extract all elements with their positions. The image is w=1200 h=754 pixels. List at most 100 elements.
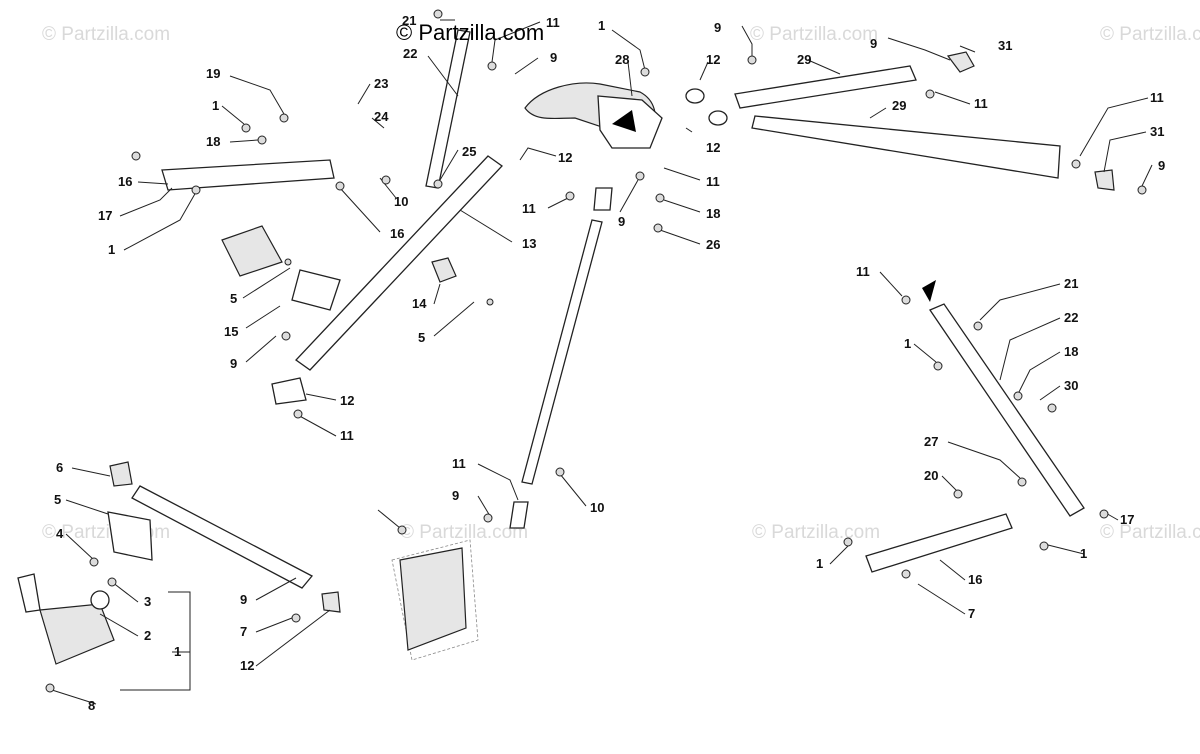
callout-label: 9 <box>618 214 625 229</box>
callout-label: 12 <box>340 393 354 408</box>
rivet-icon <box>284 258 292 266</box>
callout-label: 11 <box>340 428 354 443</box>
callout-label: 11 <box>452 456 466 471</box>
callout-label: 1 <box>816 556 823 571</box>
washer-icon <box>107 577 117 587</box>
parts <box>17 29 1115 665</box>
nut-icon <box>45 683 55 693</box>
watermark-repeat: © Partzilla.com <box>750 24 878 45</box>
callout-label: 9 <box>550 50 557 65</box>
callout-label: 11 <box>522 201 536 216</box>
end-clip-right <box>1094 169 1115 191</box>
watermark-repeat: © Partzilla.com <box>42 24 170 45</box>
callout-label: 12 <box>240 658 254 673</box>
callout-label: 9 <box>452 488 459 503</box>
callout-label: 26 <box>706 237 720 252</box>
right-diagonal-bracket <box>929 303 1085 517</box>
watermark-repeat: © Partzilla.com <box>1100 522 1200 543</box>
watermark-repeat: © Partzilla.com <box>400 522 528 543</box>
motor-bushing <box>90 590 110 610</box>
rivet-icon <box>486 298 494 306</box>
callout-label: 6 <box>56 460 63 475</box>
fuse-bracket <box>291 269 341 311</box>
mount-block <box>431 257 457 283</box>
nut-icon <box>487 61 497 71</box>
nut-icon <box>1071 159 1081 169</box>
right-lower-arm <box>865 513 1013 573</box>
callout-label: 14 <box>412 296 427 311</box>
nut-icon <box>483 513 493 523</box>
callout-label: 5 <box>54 492 61 507</box>
callout-label: 19 <box>206 66 220 81</box>
callout-label: 3 <box>144 594 151 609</box>
bolt-icon <box>653 223 663 233</box>
vertical-bracket-top <box>425 29 471 189</box>
callout-label: 18 <box>1064 344 1078 359</box>
callout-label: 16 <box>968 572 982 587</box>
callout-label: 30 <box>1064 378 1078 393</box>
callout-label: 1 <box>174 644 181 659</box>
nut-icon <box>1099 509 1109 519</box>
bolt-icon <box>1137 185 1147 195</box>
washer-icon <box>257 135 267 145</box>
vertical-tube <box>521 219 603 485</box>
callout-label: 22 <box>1064 310 1078 325</box>
callout-labels: 21 11 1 9 9 31 22 9 28 12 29 29 11 11 31… <box>54 13 1165 713</box>
callout-label: 1 <box>1080 546 1087 561</box>
fasteners <box>45 9 1147 693</box>
direction-arrow-right <box>922 280 936 302</box>
callout-label: 9 <box>230 356 237 371</box>
callout-label: 13 <box>522 236 536 251</box>
callout-label: 20 <box>924 468 938 483</box>
callout-label: 25 <box>462 144 476 159</box>
callout-label: 9 <box>240 592 247 607</box>
callout-label: 11 <box>1150 90 1164 105</box>
bolt-icon <box>291 613 301 623</box>
bolt-icon <box>279 113 289 123</box>
callout-label: 16 <box>390 226 404 241</box>
tube-clamp-lower <box>509 501 529 529</box>
bolt-icon <box>901 569 911 579</box>
callout-label: 18 <box>706 206 720 221</box>
bolt-icon <box>953 489 963 499</box>
callout-label: 9 <box>714 20 721 35</box>
callout-label: 5 <box>418 330 425 345</box>
nut-icon <box>293 409 303 419</box>
nut-icon <box>901 295 911 305</box>
watermark-repeat: © Partzilla.com <box>752 522 880 543</box>
callout-label: 11 <box>856 264 870 279</box>
chassis-frame-outline <box>391 539 479 661</box>
callout-label: 17 <box>98 208 112 223</box>
cross-tube-upper <box>734 65 917 109</box>
bolt-icon <box>973 321 983 331</box>
washer-icon <box>1013 391 1023 401</box>
cross-tube-lower <box>751 115 1061 179</box>
callout-label: 2 <box>144 628 151 643</box>
motor-bracket <box>107 511 153 561</box>
nut-icon <box>381 175 391 185</box>
bolt-icon <box>433 9 443 19</box>
callout-label: 11 <box>546 15 560 30</box>
watermark-repeat: © Partzilla.com <box>1100 24 1200 45</box>
nut-icon <box>635 171 645 181</box>
nut-icon <box>933 361 943 371</box>
nut-icon <box>433 179 443 189</box>
callout-label: 18 <box>206 134 220 149</box>
callout-label: 11 <box>974 96 988 111</box>
tube-end-cap-a <box>685 88 705 104</box>
callout-label: 4 <box>56 526 64 541</box>
callout-label: 1 <box>598 18 605 33</box>
callout-label: 5 <box>230 291 237 306</box>
direction-arrow-top <box>612 110 636 132</box>
callout-label: 1 <box>212 98 219 113</box>
callout-label: 29 <box>892 98 906 113</box>
end-cap-left <box>109 461 133 487</box>
callout-label: 28 <box>615 52 629 67</box>
callout-label: 12 <box>706 140 720 155</box>
nut-icon <box>241 123 251 133</box>
callout-label: 11 <box>706 174 720 189</box>
tube-clamp-upper <box>593 187 613 211</box>
left-bracket-arm <box>161 159 335 191</box>
fuse-block <box>221 225 283 277</box>
